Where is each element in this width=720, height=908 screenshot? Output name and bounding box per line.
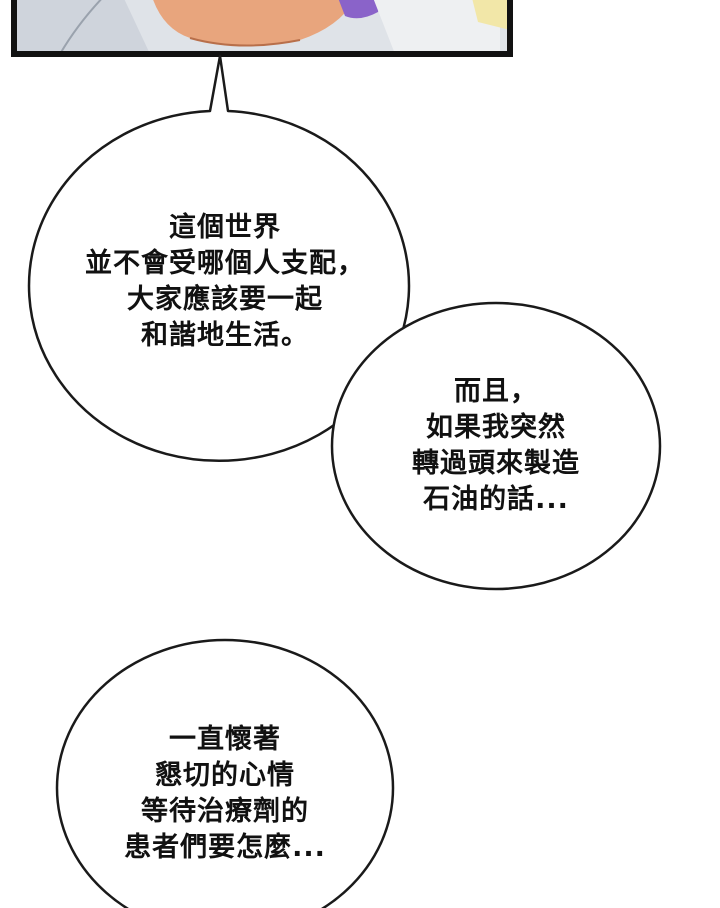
bubble-2-line-4: 石油的話... [423,484,569,515]
bubble-3-text: 一直懷著 懇切的心情 等待治療劑的 患者們要怎麼... [75,722,375,866]
panel-art-purple-object [338,0,382,19]
panel-art-hand-shade [189,37,301,47]
bubble-3-line-3: 等待治療劑的 [141,796,309,827]
panel-art-hand [153,0,355,46]
bubble-1-line-4: 和諧地生活。 [141,320,309,351]
bubble-2-line-1: 而且， [454,376,538,407]
panel-art-shirt [14,0,150,54]
speech-bubble-1 [27,54,411,462]
speech-bubble-3 [55,638,395,908]
speech-bubble-2 [330,301,662,591]
bubble-1-text: 這個世界 並不會受哪個人支配， 大家應該要一起 和諧地生活。 [40,210,410,354]
bubble-3-line-4: 患者們要怎麼... [124,832,326,863]
bubble-1-line-1: 這個世界 [169,212,281,243]
bubble-3-shape [55,638,395,908]
bubble-1-line-2: 並不會受哪個人支配， [85,248,365,279]
bubble-3-line-1: 一直懷著 [169,724,281,755]
bubble-2-line-2: 如果我突然 [426,412,566,443]
bubble-2-text: 而且， 如果我突然 轉過頭來製造 石油的話... [346,374,646,518]
panel-art-fold [59,0,102,55]
top-panel-border [11,0,513,57]
bubble-2-shape [330,301,662,591]
bubble-2-line-3: 轉過頭來製造 [412,448,580,479]
bubble-1-shape [27,54,411,462]
bubble-1-line-3: 大家應該要一起 [127,284,323,315]
top-panel [11,0,513,57]
panel-art-yellow [472,0,510,30]
panel-art-paper [373,0,500,54]
bubble-3-line-2: 懇切的心情 [155,760,295,791]
